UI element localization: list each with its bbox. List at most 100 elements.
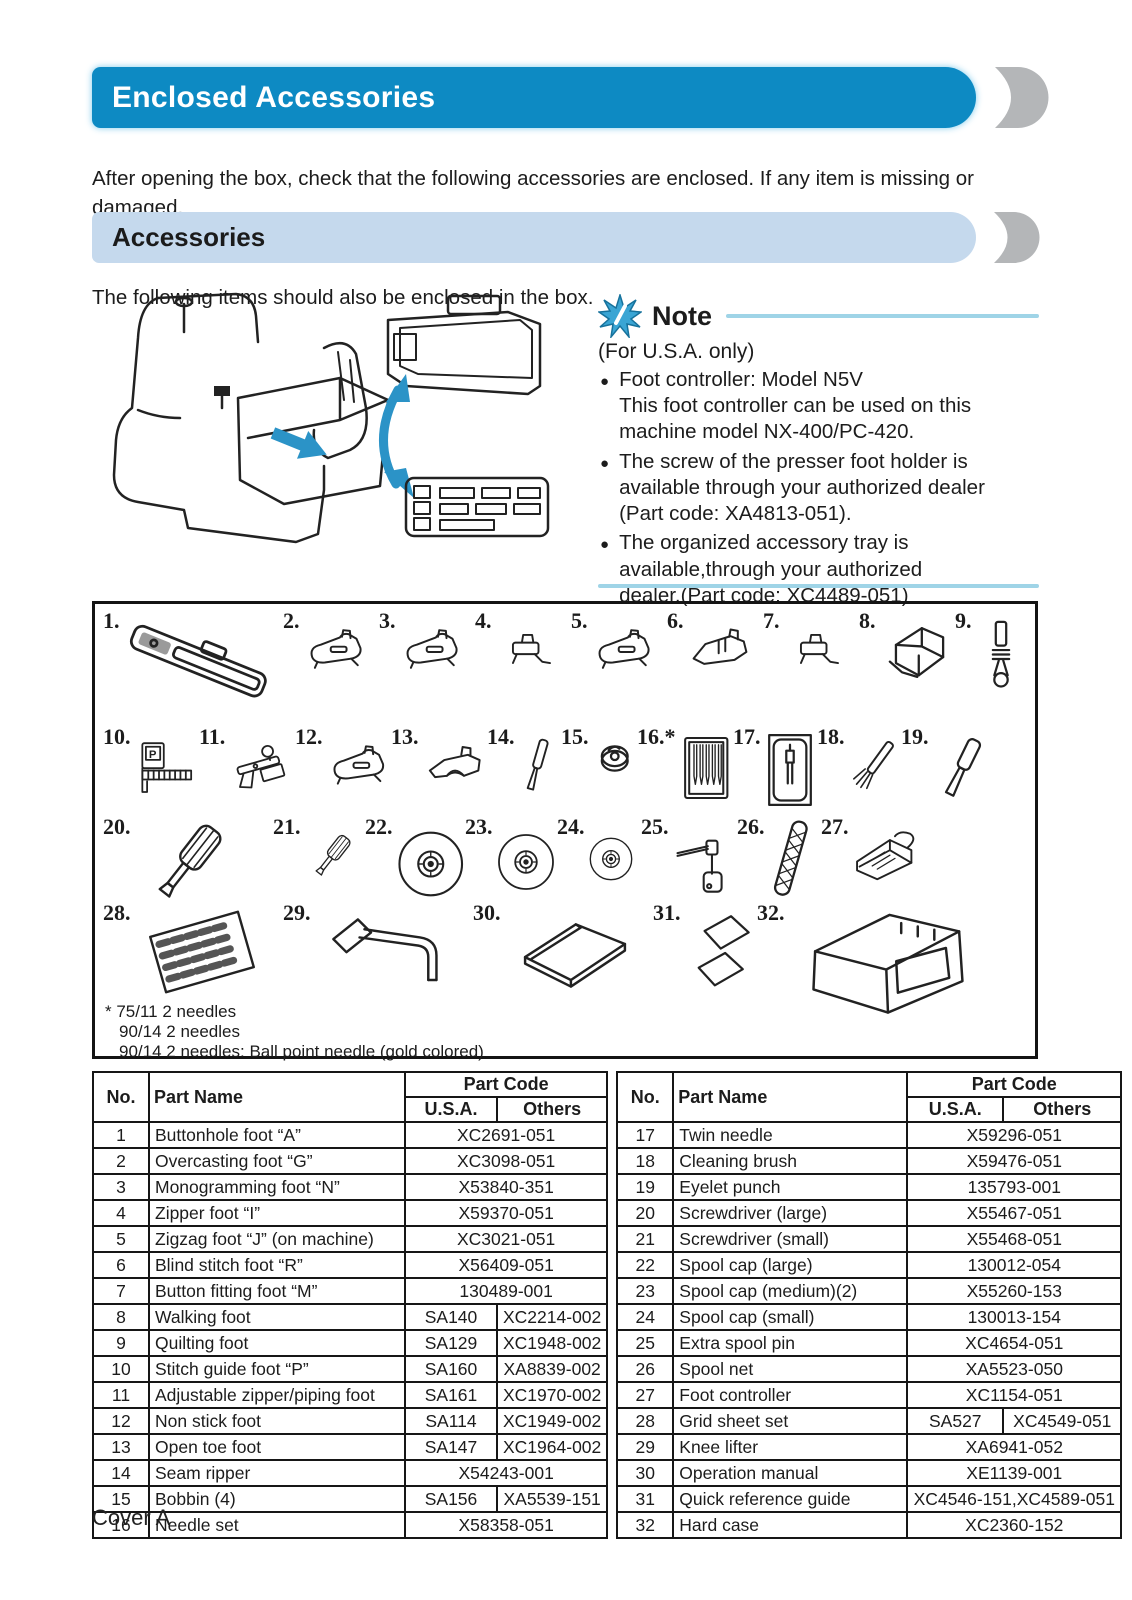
cell-name: Blind stitch foot “R” [148,1251,406,1279]
cell-name: Zipper foot “I” [148,1199,406,1227]
cell-name: Seam ripper [148,1459,406,1487]
cell-no: 27 [616,1381,675,1409]
page-title: Enclosed Accessories [112,80,436,114]
cell-no: 28 [616,1407,675,1435]
section-lead-text: The following items should also be enclo… [92,285,594,309]
cell-no: 1 [92,1121,150,1149]
cell-name: Adjustable zipper/piping foot [148,1381,406,1409]
accessory-number: 12. [295,724,323,749]
seam-ripper-icon [518,728,556,806]
cell-no: 17 [616,1121,675,1149]
footnote-line: * 75/11 2 needles [105,1002,237,1021]
cell-no: 25 [616,1329,675,1357]
note-bullet-text: Foot controller: Model N5V This foot con… [619,368,972,444]
overcasting-foot-icon [303,624,369,672]
column-header-part-name: Part Name [148,1071,406,1123]
accessory-number: 29. [283,900,311,925]
cell-no: 15 [92,1485,150,1513]
cell-no: 14 [92,1459,150,1487]
blind-stitch-foot-icon [687,624,753,672]
cell-no: 6 [92,1251,150,1279]
zigzag-foot-icon [591,624,657,672]
operation-manual-icon [504,908,646,998]
note-title: Note [652,300,712,331]
accessory-item-cleaning-brush: 18. [817,724,901,814]
cell-no: 31 [616,1485,675,1513]
cell-name: Spool net [672,1355,909,1383]
accessory-number: 4. [475,608,492,633]
cell-no: 2 [92,1147,150,1175]
accessory-item-buttonhole-foot: 1. [103,608,283,710]
accessory-item-non-stick-foot: 12. [295,724,391,814]
accessory-item-twin-needle: 17. [733,724,817,814]
cell-code: XC4654-051 [906,1329,1123,1357]
accessory-item-spool-cap-small: 24. [557,814,641,914]
accessory-item-eyelet-punch: 19. [901,724,991,814]
accessory-number: 22. [365,814,393,839]
stitch-guide-foot-icon [134,732,200,802]
needle-footnote: * 75/11 2 needles 90/14 2 needles 90/14 … [105,1002,484,1062]
accessory-number: 13. [391,724,419,749]
bullet-icon: ● [600,536,610,554]
cell-usa: SA147 [404,1433,498,1461]
accessory-item-blind-stitch-foot: 6. [667,608,763,710]
accessory-number: 6. [667,608,684,633]
cell-usa: SA160 [404,1355,498,1383]
accessory-item-overcasting-foot: 2. [283,608,379,710]
cell-others: XA5539-151 [495,1485,609,1513]
accessory-item-knee-lifter: 29. [283,900,473,1020]
cell-name: Extra spool pin [672,1329,909,1357]
twin-needle-icon [764,726,816,814]
cleaning-brush-icon [848,730,902,802]
accessory-row-4: 28.29.30.31.32. [103,900,1031,1020]
accessory-number: 2. [283,608,300,633]
accessory-item-adjustable-zipper-piping-foot: 11. [199,724,295,814]
note-bullet-text: The organized accessory tray is availabl… [619,531,923,607]
page-footer-label: Cover A [92,1505,171,1530]
cell-usa: SA129 [404,1329,498,1357]
cell-name: Spool cap (small) [672,1303,909,1331]
accessory-item-spool-cap-large: 22. [365,814,465,914]
cell-code: X55468-051 [906,1225,1123,1253]
cell-no: 9 [92,1329,150,1357]
screwdriver-small-icon [304,822,362,894]
machine-body-outline [112,296,326,544]
cell-code: X56409-051 [403,1251,609,1279]
cell-name: Zigzag foot “J” (on machine) [148,1225,406,1253]
cell-usa: SA140 [404,1303,498,1331]
cell-name: Button fitting foot “M” [148,1277,406,1305]
accessory-number: 18. [817,724,845,749]
cell-no: 18 [616,1147,675,1175]
cell-no: 10 [92,1355,150,1383]
accessory-item-spool-cap-medium: 23. [465,814,557,914]
banner-pill: Enclosed Accessories [92,67,976,128]
accessory-row-2: 10.11.12.13.14.15.16.*17.18.19. [103,724,1031,814]
note-scope: (For U.S.A. only) [598,340,755,363]
accessory-item-screwdriver-large: 20. [103,814,273,914]
cell-no: 13 [92,1433,150,1461]
spool-cap-small-icon [588,836,634,882]
accessory-number: 5. [571,608,588,633]
extra-spool-pin-icon [672,818,734,902]
cell-code: 130489-001 [403,1277,609,1305]
cell-code: 135793-001 [906,1173,1123,1201]
column-header-part-name: Part Name [672,1071,909,1123]
cell-others: XC1970-002 [495,1381,609,1409]
cell-code: X59370-051 [403,1199,609,1227]
footnote-line: 90/14 2 needles [119,1022,240,1042]
hard-case-icon [788,900,978,1020]
cell-usa: SA161 [404,1381,498,1409]
